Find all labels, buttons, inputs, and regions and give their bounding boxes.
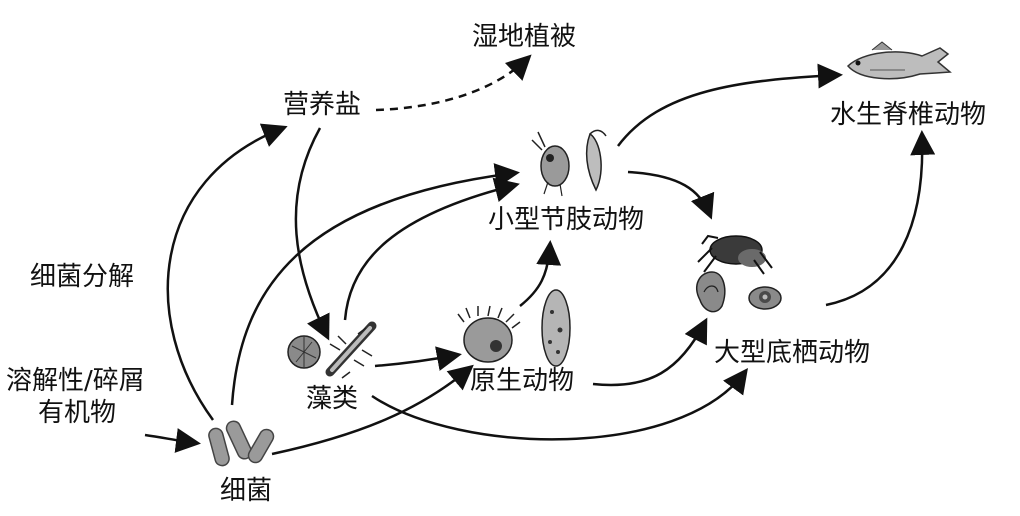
arrow-bacteria-decomposition-to-nutrient: [166, 123, 288, 421]
arrow-bacteria-to-arthropods: [230, 163, 520, 406]
arrow-algae-to-protozoa: [374, 346, 462, 371]
arrow-nutrient-to-algae: [294, 127, 330, 341]
arrow-arthropods-to-vertebrates: [617, 63, 843, 147]
label-small-arthropods: 小型节肢动物: [488, 205, 645, 235]
label-dissolved-organic-line1: 溶解性/碎屑: [6, 366, 145, 396]
crab-icon: [697, 234, 773, 275]
arrow-organic-to-bacteria: [144, 428, 201, 453]
algae-cell-icon: [287, 335, 321, 369]
label-dissolved-organic-line2: 有机物: [38, 398, 117, 428]
fish-icon: [846, 41, 952, 80]
arrow-algae-to-benthic: [371, 367, 748, 441]
bacteria-icon: [208, 420, 275, 467]
protozoan-icon: [457, 305, 521, 363]
arrow-protozoa-to-arthropods: [519, 240, 562, 307]
label-bacterial-decomposition: 细菌分解: [30, 262, 135, 292]
arrow-protozoa-to-benthic: [592, 317, 708, 387]
label-wetland-vegetation: 湿地植被: [472, 22, 577, 52]
label-algae: 藻类: [306, 384, 359, 414]
diatom-icon: [325, 321, 377, 379]
label-protozoa: 原生动物: [470, 366, 575, 396]
arrow-algae-to-arthropods: [343, 177, 520, 321]
arrow-benthic-to-vertebrates: [825, 130, 936, 307]
arrow-bacteria-to-protozoa: [271, 364, 474, 456]
arrow-arthropods-to-benthic: [627, 170, 715, 220]
copepod-icon: [531, 129, 607, 197]
label-aquatic-vertebrates: 水生脊椎动物: [830, 100, 987, 130]
label-bacteria: 细菌: [220, 476, 273, 506]
label-nutrient-salts: 营养盐: [283, 90, 362, 120]
label-large-benthic-animals: 大型底栖动物: [714, 338, 871, 368]
paramecium-icon: [541, 289, 571, 367]
arrow-nutrient-to-wetland: [375, 54, 532, 112]
snail-icon: [696, 271, 782, 313]
